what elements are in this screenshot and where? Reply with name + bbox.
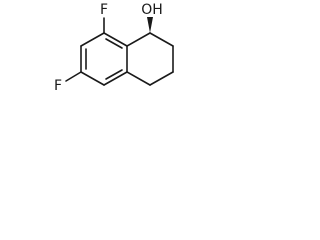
- bond-c5-c6: [80, 71, 105, 86]
- bond-c4-c4a: [126, 71, 151, 86]
- bond-c4a-c5: [103, 71, 128, 86]
- aromatic-ring: [80, 32, 128, 86]
- fluorine-top-label: F: [100, 2, 108, 18]
- bond-c7-c8: [80, 32, 105, 47]
- fluorine-left-label: F: [54, 78, 62, 94]
- saturated-ring: [126, 32, 174, 86]
- hydroxyl-label: OH: [141, 2, 163, 18]
- bond-c3-c4: [149, 71, 174, 86]
- double-bond-c4a-c5: [105, 69, 123, 80]
- bond-c1-c2: [149, 32, 174, 47]
- molecule-structure: F F OH: [54, 2, 174, 94]
- bond-c8a-c1: [126, 32, 151, 47]
- double-bond-c8-c8a: [105, 38, 123, 49]
- wedge-bond-c1-oh: [147, 17, 153, 33]
- bond-c8-c8a: [103, 32, 128, 47]
- bond-c6-fluorine: [65, 71, 82, 82]
